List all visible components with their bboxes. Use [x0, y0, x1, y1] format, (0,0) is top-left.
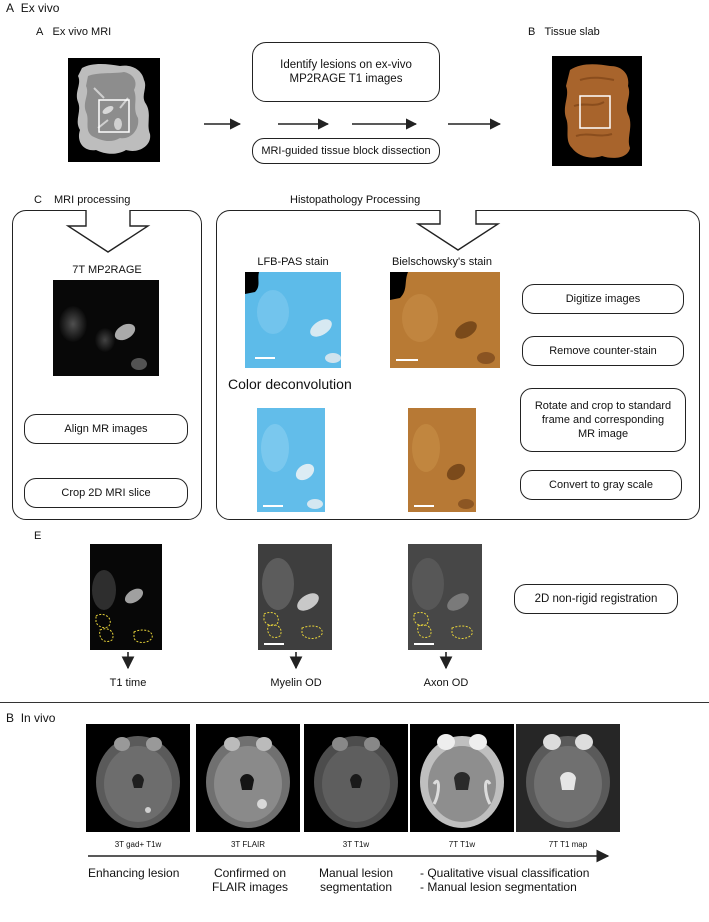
scan-7t-t1w: [410, 724, 514, 832]
output-t1-time: T1 time: [109, 677, 147, 689]
mri-processing-title: MRI processing: [54, 194, 131, 206]
scan-3t-flair: [196, 724, 300, 832]
output-axon-od: Axon OD: [423, 677, 469, 689]
step-manual-segmentation: Manual lesion segmentation: [318, 866, 394, 894]
panel-c-letter: C: [34, 194, 42, 206]
color-deconvolution-label: Color deconvolution: [228, 376, 352, 392]
section-b-label: B In vivo: [6, 711, 56, 725]
bielschowsky-label: Bielschowsky's stain: [392, 256, 492, 268]
section-divider: [0, 702, 709, 703]
digitize-images-step: Digitize images: [522, 284, 684, 314]
lfb-pas-stain-image: [245, 272, 341, 368]
tissue-block-dissection-step: MRI-guided tissue block dissection: [252, 138, 440, 164]
ex-vivo-mri-image: [68, 58, 160, 162]
mp2rage-image: [53, 280, 159, 376]
scan-label-7t-t1w: 7T T1w: [448, 840, 476, 849]
scan-label-3t-gad-t1w: 3T gad+ T1w: [114, 840, 162, 849]
step-enhancing-lesion: Enhancing lesion: [88, 866, 180, 880]
lfb-pas-label: LFB-PAS stain: [257, 256, 329, 268]
lfb-deconvolved-image: [257, 408, 325, 512]
non-rigid-registration-step: 2D non-rigid registration: [514, 584, 678, 614]
bielschowsky-deconvolved-image: [408, 408, 476, 512]
myelin-od-image: [258, 544, 332, 650]
tissue-slab-image: [552, 56, 642, 166]
panel-b-heading: B Tissue slab: [528, 26, 600, 38]
remove-counter-stain-step: Remove counter-stain: [522, 336, 684, 366]
panel-a-heading: A Ex vivo MRI: [36, 26, 112, 38]
panel-e-letter: E: [34, 530, 42, 542]
step-7t-classification: - Qualitative visual classification - Ma…: [420, 866, 590, 894]
convert-gray-scale-step: Convert to gray scale: [520, 470, 682, 500]
mp2rage-label: 7T MP2RAGE: [72, 264, 142, 276]
bielschowsky-stain-image: [390, 272, 500, 368]
section-a-label: A Ex vivo: [6, 1, 60, 15]
scan-label-3t-t1w: 3T T1w: [342, 840, 370, 849]
axon-od-image: [408, 544, 482, 650]
scan-label-7t-t1-map: 7T T1 map: [548, 840, 588, 849]
step-confirmed-flair: Confirmed on FLAIR images: [211, 866, 289, 894]
t1-time-image: [90, 544, 162, 650]
scan-3t-gad-t1w: [86, 724, 190, 832]
scan-7t-t1-map: [516, 724, 620, 832]
align-mr-images-step: Align MR images: [24, 414, 188, 444]
output-myelin-od: Myelin OD: [270, 677, 322, 689]
histo-processing-title: Histopathology Processing: [290, 194, 421, 206]
crop-mri-slice-step: Crop 2D MRI slice: [24, 478, 188, 508]
scan-3t-t1w: [304, 724, 408, 832]
scan-label-3t-flair: 3T FLAIR: [230, 840, 266, 849]
